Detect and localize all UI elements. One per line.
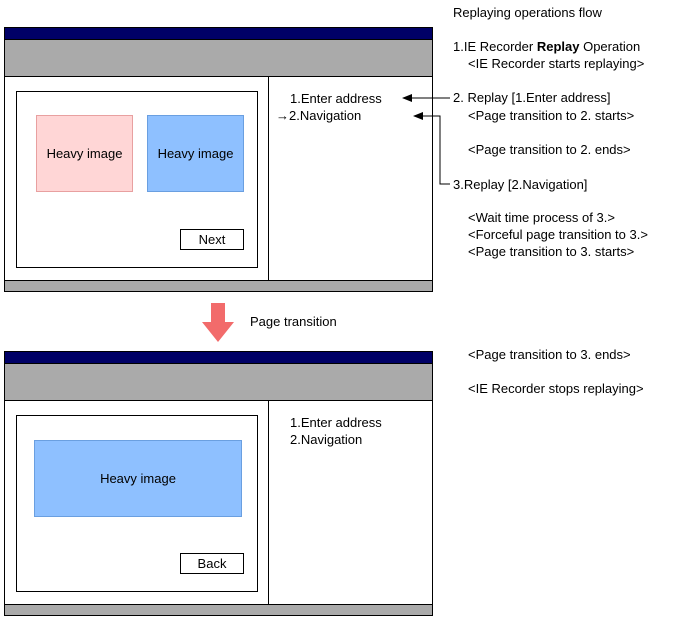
flow-step-1-suffix: Operation bbox=[579, 39, 641, 54]
flow-transition-3-end: <Page transition to 3. ends> bbox=[468, 347, 631, 362]
web-page-area: Heavy image Back bbox=[16, 415, 258, 592]
flow-step-1-prefix: 1.IE Recorder bbox=[453, 39, 537, 54]
heavy-image-label: Heavy image bbox=[157, 146, 234, 161]
web-page-area: Heavy image Heavy image Next bbox=[16, 91, 258, 268]
page-transition-label: Page transition bbox=[250, 314, 337, 329]
operation-item-navigation: 2.Navigation bbox=[290, 432, 363, 447]
window-toolbar bbox=[5, 363, 432, 401]
window-toolbar bbox=[5, 39, 432, 77]
pane-divider bbox=[268, 77, 269, 280]
flow-transition-2-end: <Page transition to 2. ends> bbox=[468, 142, 631, 157]
heavy-image-blue: Heavy image bbox=[147, 115, 244, 192]
flow-recorder-start: <IE Recorder starts replaying> bbox=[468, 56, 645, 71]
window-status-bar bbox=[5, 604, 432, 615]
heavy-image-pink: Heavy image bbox=[36, 115, 133, 192]
heavy-image-label: Heavy image bbox=[46, 146, 123, 161]
flow-wait-3: <Wait time process of 3.> bbox=[468, 210, 615, 225]
flow-step-2: 2. Replay [1.Enter address] bbox=[453, 90, 611, 105]
window-status-bar bbox=[5, 280, 432, 291]
flow-title: Replaying operations flow bbox=[453, 5, 602, 20]
browser-window-after: Heavy image Back 1.Enter address 2.Navig… bbox=[4, 351, 433, 616]
flow-transition-3-start: <Page transition to 3. starts> bbox=[468, 244, 635, 259]
heavy-image-blue: Heavy image bbox=[34, 440, 242, 517]
operation-item-enter-address: 1.Enter address bbox=[290, 91, 382, 106]
next-button[interactable]: Next bbox=[180, 229, 244, 250]
pane-divider bbox=[268, 401, 269, 604]
flow-forceful-3: <Forceful page transition to 3.> bbox=[468, 227, 648, 242]
flow-step-3: 3.Replay [2.Navigation] bbox=[453, 177, 588, 192]
flow-recorder-stop: <IE Recorder stops replaying> bbox=[468, 381, 644, 396]
operation-item-enter-address: 1.Enter address bbox=[290, 415, 382, 430]
flow-step-1: 1.IE Recorder Replay Operation bbox=[453, 38, 640, 55]
window-title-bar bbox=[5, 352, 432, 363]
flow-step-1-bold: Replay bbox=[536, 39, 580, 54]
flow-transition-2-start: <Page transition to 2. starts> bbox=[468, 108, 635, 123]
heavy-image-label: Heavy image bbox=[100, 471, 176, 486]
window-title-bar bbox=[5, 28, 432, 39]
browser-window-before: Heavy image Heavy image Next 1.Enter add… bbox=[4, 27, 433, 292]
operation-item-navigation: →2.Navigation bbox=[276, 108, 362, 123]
back-button[interactable]: Back bbox=[180, 553, 244, 574]
